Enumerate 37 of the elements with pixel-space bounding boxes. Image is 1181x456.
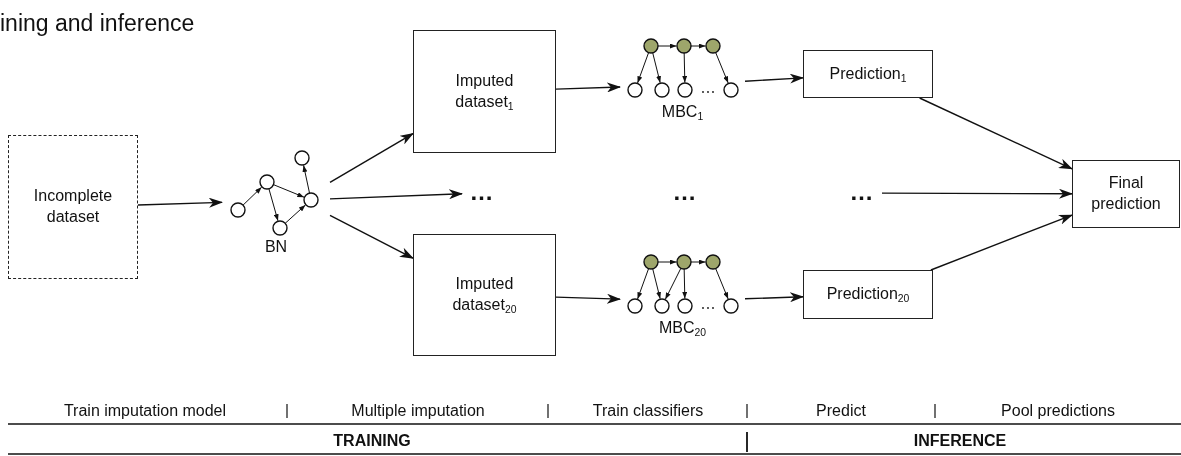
node-label: Imputed dataset$_{1}$ [454, 70, 515, 113]
arrow [329, 189, 463, 200]
arrow [744, 73, 804, 84]
process-box [413, 234, 556, 356]
arrow [881, 188, 1073, 199]
node-label: Incomplete dataset [32, 186, 114, 227]
ellipsis: … [665, 180, 705, 206]
arrow [918, 97, 1073, 170]
process-box [803, 50, 933, 98]
arrow [744, 292, 804, 303]
ellipsis: … [842, 180, 882, 206]
step-label: Multiple imputation [351, 402, 485, 420]
arrow [555, 293, 621, 304]
node-label: Imputed dataset$_{20}$ [451, 274, 518, 316]
arrow [555, 82, 621, 93]
diagram-title: ining and inference [0, 10, 195, 37]
network-label: BN [264, 237, 288, 257]
step-label: Train imputation model [63, 402, 227, 420]
arrow [329, 132, 414, 184]
phase-heading: INFERENCE [913, 432, 1007, 450]
network-label: MBC$_{1}$ [661, 102, 704, 122]
process-box [803, 270, 933, 319]
node-label: Prediction$_{20}$ [826, 284, 910, 305]
process-box [413, 30, 556, 153]
step-label: Pool predictions [1001, 402, 1115, 420]
network-label: MBC$_{20}$ [658, 318, 707, 338]
arrow [137, 197, 223, 208]
phase-heading: TRAINING [333, 432, 411, 450]
node-label: Prediction$_{1}$ [829, 63, 907, 85]
dataset-box [8, 135, 138, 279]
arrow [329, 214, 414, 259]
process-box [1072, 160, 1180, 228]
ellipsis: … [462, 180, 502, 206]
step-label: Train classifiers [592, 402, 704, 420]
node-label: Final prediction [1090, 173, 1162, 214]
step-label: Predict [816, 402, 866, 420]
arrow [930, 214, 1073, 271]
